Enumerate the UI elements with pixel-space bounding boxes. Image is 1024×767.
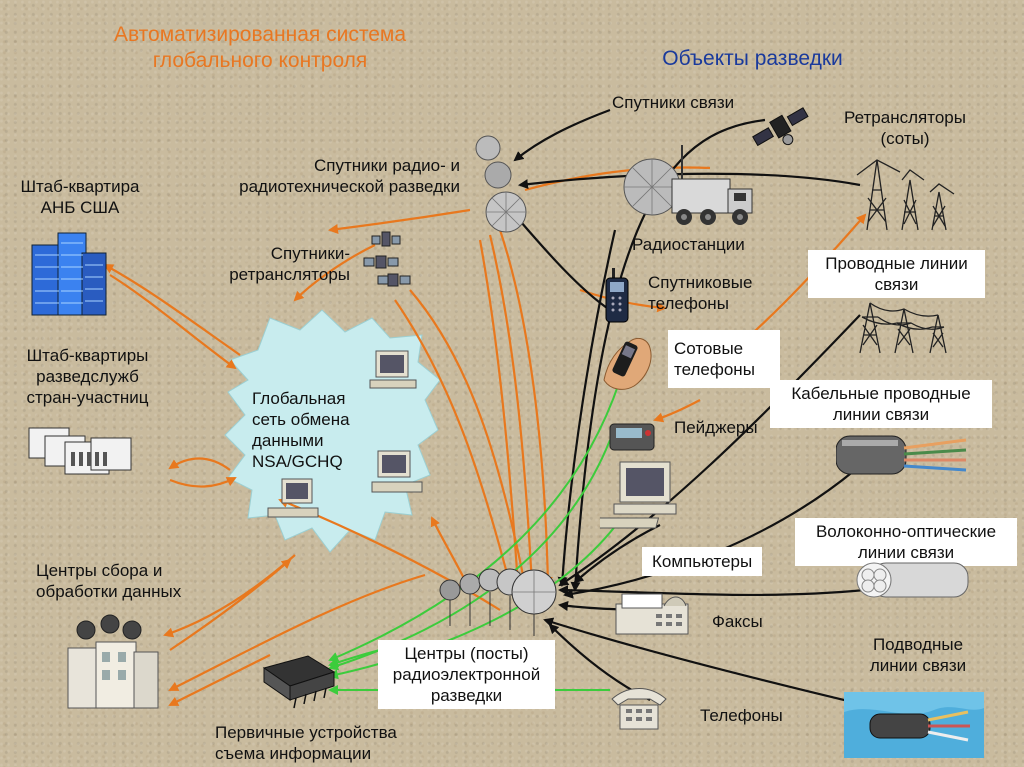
computer-icon [600, 461, 677, 529]
label-cell-phones: Сотовые телефоны [668, 330, 780, 388]
computer-icon [369, 350, 417, 389]
label-primary-devices: Первичные устройства съема информации [215, 723, 397, 763]
label-pagers: Пейджеры [674, 418, 758, 437]
label-undersea-lines: Подводные линии связи [869, 635, 967, 675]
cell-tower-icon [856, 159, 955, 231]
fax-icon [615, 593, 689, 635]
antenna-array-icon [439, 568, 557, 636]
processing-center-icon [67, 614, 159, 709]
telephone-icon [611, 688, 667, 730]
offices-icon [28, 427, 132, 475]
sat-phone-icon [605, 268, 629, 323]
label-processing-centers: Центры сбора и обработки данных [36, 561, 182, 601]
objects-title: Объекты разведки [662, 47, 843, 70]
label-ew-centers: Центры (посты) радиоэлектронной разведки [378, 640, 555, 709]
building-icon [31, 232, 107, 316]
label-fiber-lines: Волоконно-оптические линии связи [795, 518, 1017, 566]
cell-phone-icon [603, 337, 652, 390]
label-comm-satellites: Спутники связи [612, 93, 735, 112]
label-cable-lines: Кабельные проводные линии связи [770, 380, 992, 428]
label-wired-lines: Проводные линии связи [808, 250, 985, 298]
label-recon-satellites: Спутники радио- и радиотехнической разве… [239, 156, 460, 196]
label-telephones: Телефоны [700, 706, 783, 725]
recorder-device-icon [262, 655, 336, 709]
label-global-network: Глобальная сеть обмена данными NSA/GCHQ [252, 389, 350, 471]
label-cell-towers: Ретрансляторы (соты) [844, 108, 966, 148]
label-sat-phones: Спутниковые телефоны [648, 273, 753, 313]
radio-truck-icon [623, 145, 753, 225]
comm-satellite-icon [752, 107, 809, 147]
computer-icon [267, 478, 319, 518]
undersea-cable-icon [844, 692, 984, 758]
label-faxes: Факсы [712, 612, 763, 631]
computer-icon [371, 450, 423, 493]
label-computers: Компьютеры [642, 547, 763, 576]
satellite-dish-icon [475, 135, 527, 233]
label-partner-hq: Штаб-квартиры разведслужб стран-участниц [26, 346, 149, 407]
pager-icon [609, 423, 655, 451]
label-relay-satellites: Спутники- ретрансляторы [229, 244, 350, 284]
relay-satellite-icon [363, 231, 411, 287]
page-title: Автоматизированная система глобального к… [113, 23, 407, 72]
fiber-icon [856, 562, 969, 598]
power-line-icon [859, 302, 947, 354]
label-nsa-hq: Штаб-квартира АНБ США [20, 177, 140, 217]
cable-icon [836, 435, 967, 475]
label-radio-stations: Радиостанции [632, 235, 745, 254]
